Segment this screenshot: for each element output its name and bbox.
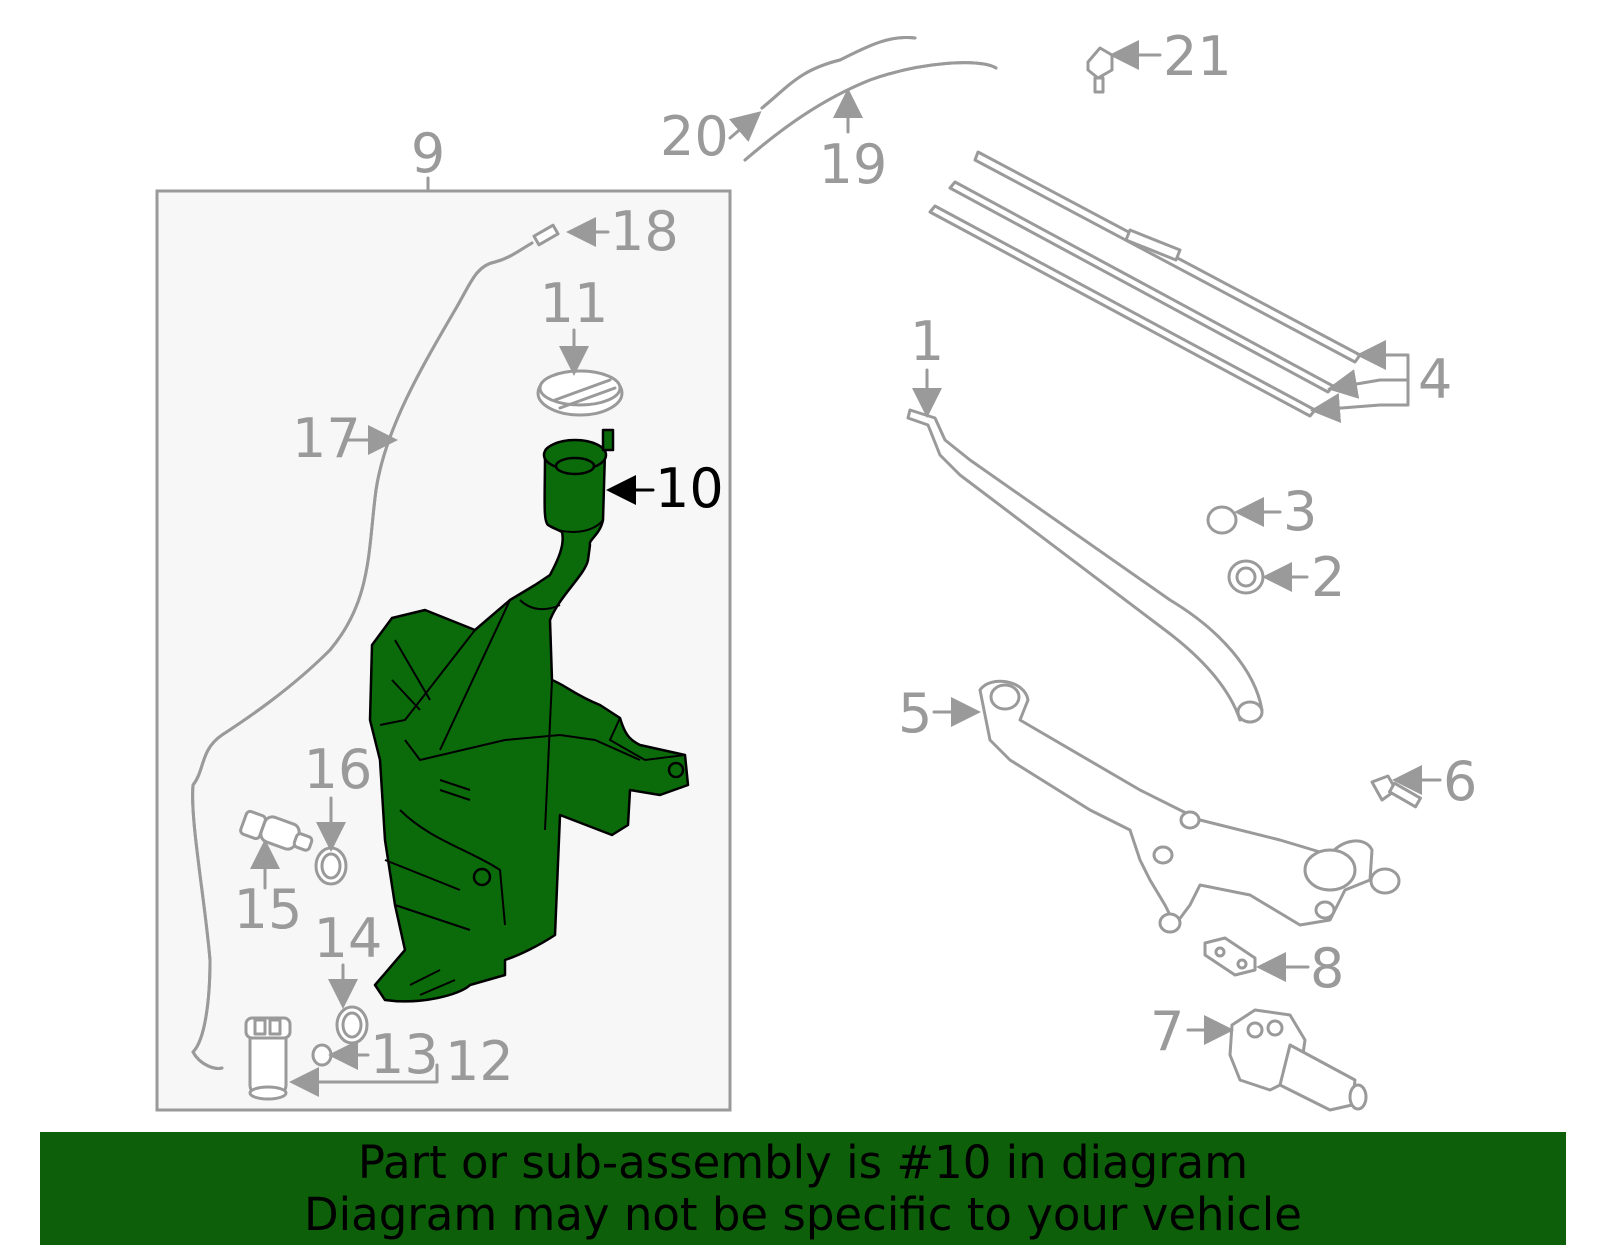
callout-19: 19 [819,133,888,196]
cap-11 [536,369,624,417]
grommet-14 [335,1005,369,1045]
callout-1: 1 [910,310,944,373]
callout-17: 17 [292,407,361,470]
callout-20: 20 [660,105,729,168]
washer-reservoir-10[interactable] [368,428,690,1003]
nozzle-21 [1086,46,1114,94]
wiper-blades-4 [928,150,1362,418]
callout-14: 14 [314,907,383,970]
nut-cap-3 [1206,505,1238,535]
callout-3: 3 [1283,480,1317,543]
callout-15: 15 [234,878,303,941]
callout-16: 16 [304,738,373,801]
bracket-8 [1203,936,1257,977]
wiper-linkage-5 [978,679,1401,934]
callout-11: 11 [540,272,609,335]
pump-12 [244,1016,292,1101]
connector-18 [532,223,560,247]
wiper-arm-1 [906,408,1264,724]
banner-line-1: Part or sub-assembly is #10 in diagram [357,1135,1249,1189]
info-banner: Part or sub-assembly is #10 in diagram D… [40,1132,1566,1245]
nut-2 [1227,559,1265,595]
banner-line-2: Diagram may not be specific to your vehi… [304,1187,1302,1241]
callout-21: 21 [1163,25,1232,88]
callout-8: 8 [1310,937,1344,1000]
callout-12: 12 [445,1030,514,1093]
callout-6: 6 [1443,750,1477,813]
callout-9: 9 [411,122,445,185]
callout-13: 13 [370,1023,439,1086]
callout-4: 4 [1418,348,1452,411]
callout-2: 2 [1311,546,1345,609]
seal-13 [311,1043,333,1067]
callout-10[interactable]: 10 [655,457,724,520]
callout-7: 7 [1150,1000,1184,1063]
callout-5: 5 [898,682,932,745]
callout-18: 18 [610,200,679,263]
seal-16 [314,846,348,886]
wiper-motor-7 [1228,1008,1368,1112]
